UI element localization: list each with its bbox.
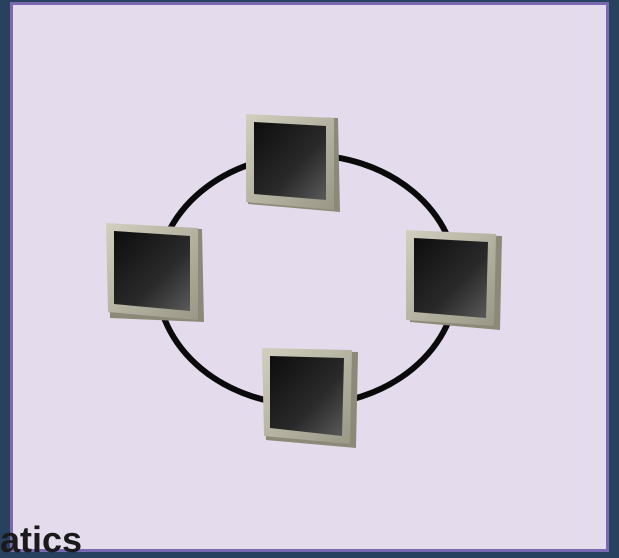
monitor-icon xyxy=(406,230,502,330)
monitor-icon xyxy=(106,223,204,322)
partial-caption: atics xyxy=(0,519,83,558)
monitor-icon xyxy=(262,348,358,448)
monitor-icon xyxy=(246,114,340,212)
